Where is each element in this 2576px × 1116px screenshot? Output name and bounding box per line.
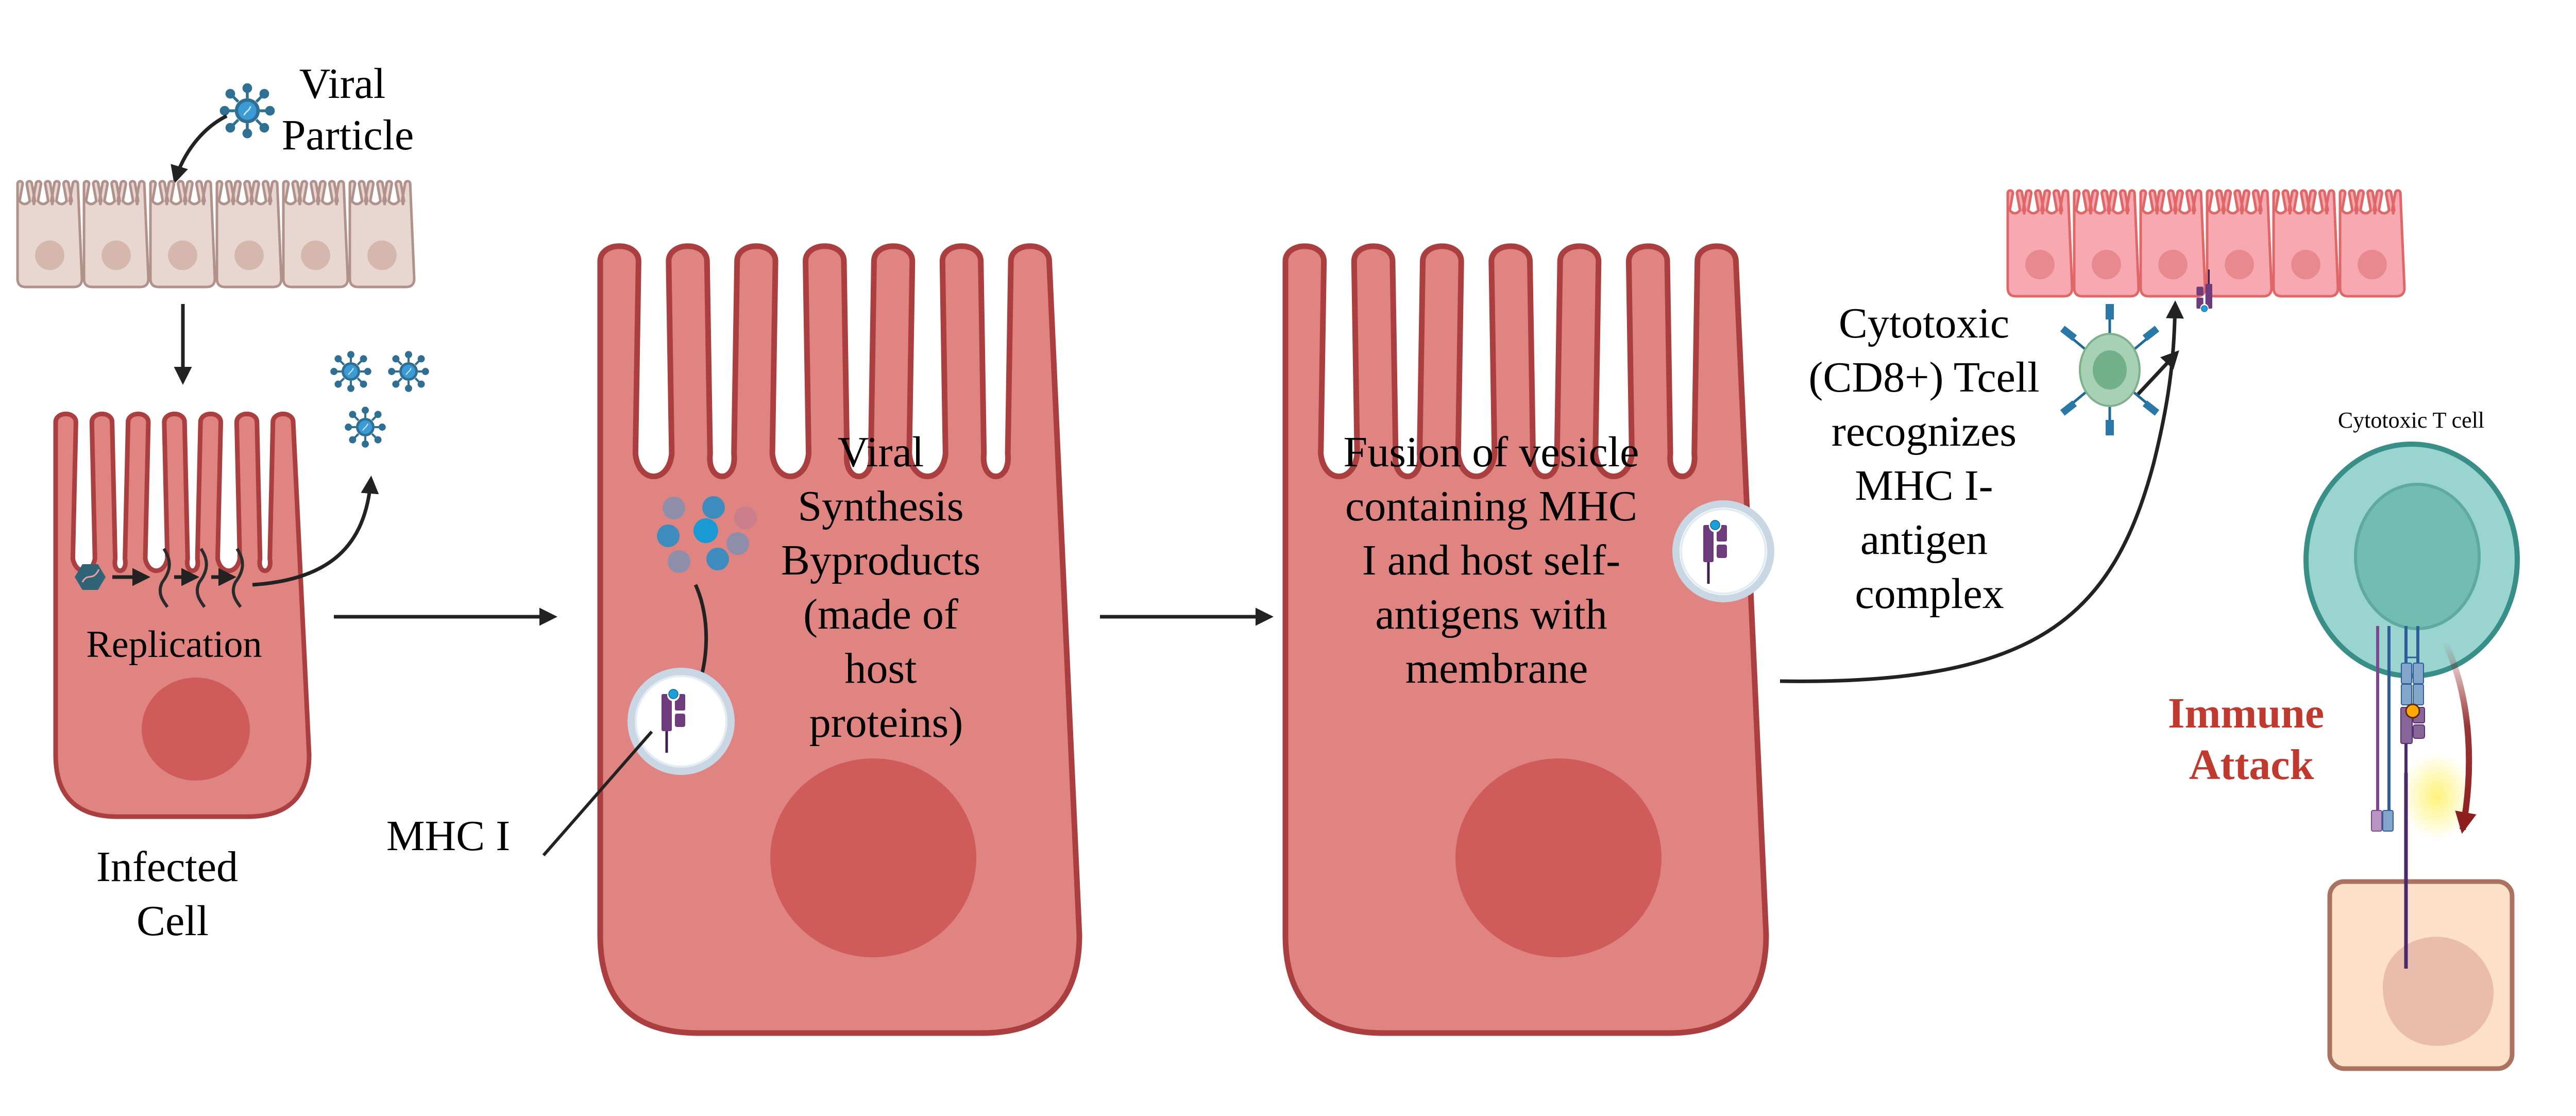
epithelial-cell — [149, 180, 216, 289]
viral-byproduct-particles — [657, 496, 757, 573]
epithelial-nucleus — [234, 240, 264, 270]
fusion-label: Fusion of vesicle containing MHC I and h… — [1344, 428, 1650, 692]
healthy-epithelium — [16, 180, 416, 289]
viral-particle-icon — [221, 84, 273, 137]
replication-sequence — [75, 476, 379, 608]
viral-particle-label: Viral Particle — [282, 60, 414, 159]
host-cell-nucleus — [770, 758, 976, 957]
epithelial-cell — [2338, 189, 2406, 298]
epithelial-cell — [282, 180, 349, 289]
epithelial-nucleus — [2291, 249, 2320, 280]
mhc-vesicle — [628, 668, 735, 775]
immune-attack-label: Immune Attack — [2168, 689, 2335, 789]
viral-synthesis-label: Viral Synthesis Byproducts (made of host… — [781, 428, 991, 747]
release-arrow — [252, 476, 379, 587]
epithelial-nucleus — [2025, 249, 2055, 280]
epithelial-cell — [2272, 189, 2340, 298]
host-cell-nucleus — [1455, 758, 1662, 957]
fused-vesicle — [1672, 500, 1774, 602]
released-virus-icon — [331, 352, 428, 446]
epithelial-cell — [2073, 189, 2140, 298]
host-cell-fusion — [1282, 243, 1769, 1036]
tcr-complex — [2371, 626, 2473, 840]
infected-cell-label: Infected Cell — [96, 843, 249, 945]
cytotoxic-t-cell — [2303, 442, 2520, 679]
infected-cell — [53, 411, 312, 819]
epithelial-nucleus — [168, 240, 197, 270]
host-cell-synthesis — [597, 243, 1082, 1036]
epithelial-cell — [2139, 189, 2207, 298]
epithelial-cell — [2006, 189, 2074, 298]
infected-epithelium — [2006, 189, 2406, 298]
cytotoxic-t-cell-label: Cytotoxic T cell — [2338, 408, 2484, 433]
epithelial-nucleus — [35, 240, 64, 270]
replication-label: Replication — [86, 623, 262, 666]
epithelial-cell — [348, 180, 416, 289]
epithelial-nucleus — [2358, 249, 2387, 280]
epithelial-nucleus — [101, 240, 131, 270]
epithelial-cell — [82, 180, 150, 289]
infected-cell-nucleus — [142, 678, 250, 781]
attack-arrow — [2442, 640, 2477, 834]
mhc-label-leader — [542, 731, 653, 856]
small-cytotoxic-t-cell — [2060, 304, 2160, 435]
epithelial-nucleus — [301, 240, 330, 270]
epithelial-nucleus — [2158, 249, 2188, 280]
cd8-recognition-label: Cytotoxic (CD8+) Tcell recognizes MHC I-… — [1808, 299, 2050, 618]
epithelial-cell — [2206, 189, 2273, 298]
target-cell — [2327, 773, 2515, 1071]
epithelial-nucleus — [2092, 249, 2121, 280]
viral-capsid-icon — [75, 564, 106, 590]
epithelial-cell — [16, 180, 83, 289]
recognition-arrow — [2137, 350, 2179, 396]
mhc-i-label: MHC I — [386, 812, 510, 860]
epithelial-nucleus — [367, 240, 397, 270]
infection-arrow — [171, 114, 228, 184]
epithelial-nucleus — [2225, 249, 2254, 280]
epithelial-cell — [215, 180, 283, 289]
